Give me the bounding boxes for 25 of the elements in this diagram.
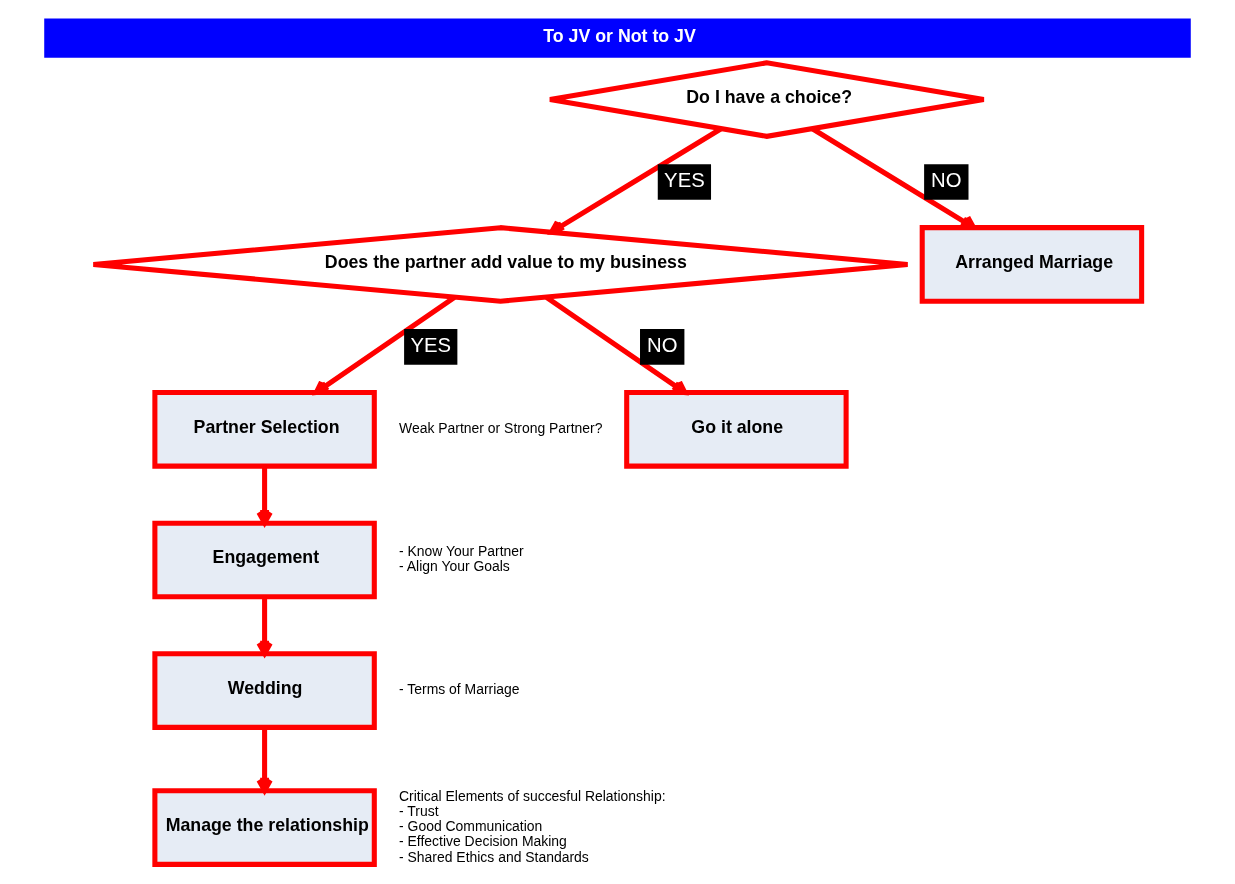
arrow <box>256 466 273 526</box>
node-box: Wedding <box>152 651 377 730</box>
node-box: Arranged Marriage <box>919 225 1145 304</box>
node-label: - Terms of Marriage <box>399 681 520 698</box>
node-label: Weak Partner or Strong Partner? <box>399 419 603 436</box>
node-label: - Know Your Partner <box>399 542 524 559</box>
edge-label: NO <box>646 333 678 356</box>
node-label: - Effective Decision Making <box>399 833 567 850</box>
diagram-title: To JV or Not to JV <box>543 26 696 47</box>
node-box: Manage the relationship <box>152 788 377 867</box>
node-box: Go it alone <box>624 390 849 469</box>
arrow <box>256 727 273 793</box>
node-label: Critical Elements of succesful Relationship: <box>399 787 666 804</box>
edge-label: YES <box>410 333 452 356</box>
node-label: - Align Your Goals <box>399 558 510 575</box>
arrow <box>256 596 273 656</box>
node-diamond: Do I have a choice? <box>547 60 987 139</box>
node-box: Engagement <box>152 520 377 600</box>
node-label: - Trust <box>399 802 439 819</box>
edge-label: NO <box>931 168 962 191</box>
node-diamond: Does the partner add value to my business <box>90 225 911 304</box>
edge-label: YES <box>664 168 705 191</box>
node-label: - Good Communication <box>399 818 543 835</box>
node-box: Partner Selection <box>152 390 377 469</box>
node-label: - Shared Ethics and Standards <box>399 848 589 865</box>
